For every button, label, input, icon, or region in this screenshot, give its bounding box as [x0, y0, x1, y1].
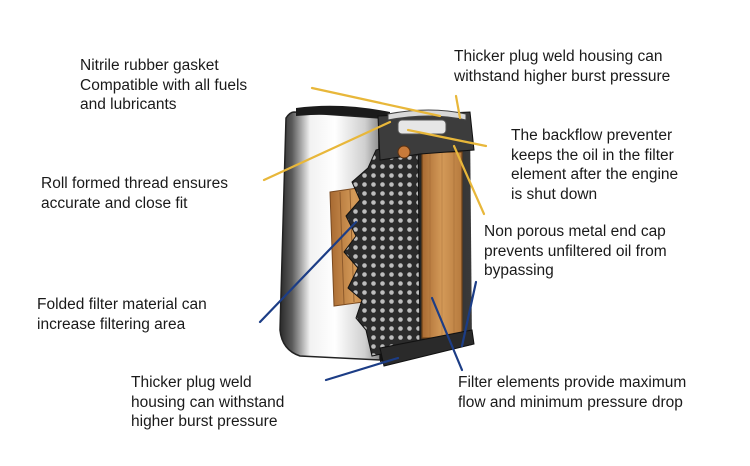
callout-thread: Roll formed thread ensures accurate and …: [41, 175, 228, 212]
callout-backflow: The backflow preventer keeps the oil in …: [511, 127, 679, 203]
bottom-end-cap: [379, 329, 475, 367]
callout-endcap: Non porous metal end cap prevents unfilt…: [484, 223, 667, 279]
leader-elements-a: [430, 296, 464, 372]
housing-top-rim: [296, 105, 390, 120]
callout-weld-bottom: Thicker plug weld housing can withstand …: [131, 374, 285, 430]
callout-gasket: Nitrile rubber gasket Compatible with al…: [80, 57, 248, 113]
callout-folded: Folded filter material can increase filt…: [37, 296, 207, 333]
callout-elements: Filter elements provide maximum flow and…: [458, 374, 687, 411]
leader-endcap: [452, 144, 486, 216]
leader-elements-b: [460, 280, 478, 348]
leader-folded: [258, 220, 358, 324]
callout-weld-top: Thicker plug weld housing can withstand …: [454, 48, 671, 85]
leader-weld-top: [454, 94, 462, 120]
leader-weld-bottom: [324, 356, 400, 382]
leader-gasket: [310, 86, 442, 118]
leader-backflow: [406, 128, 488, 148]
leader-thread: [262, 120, 392, 182]
